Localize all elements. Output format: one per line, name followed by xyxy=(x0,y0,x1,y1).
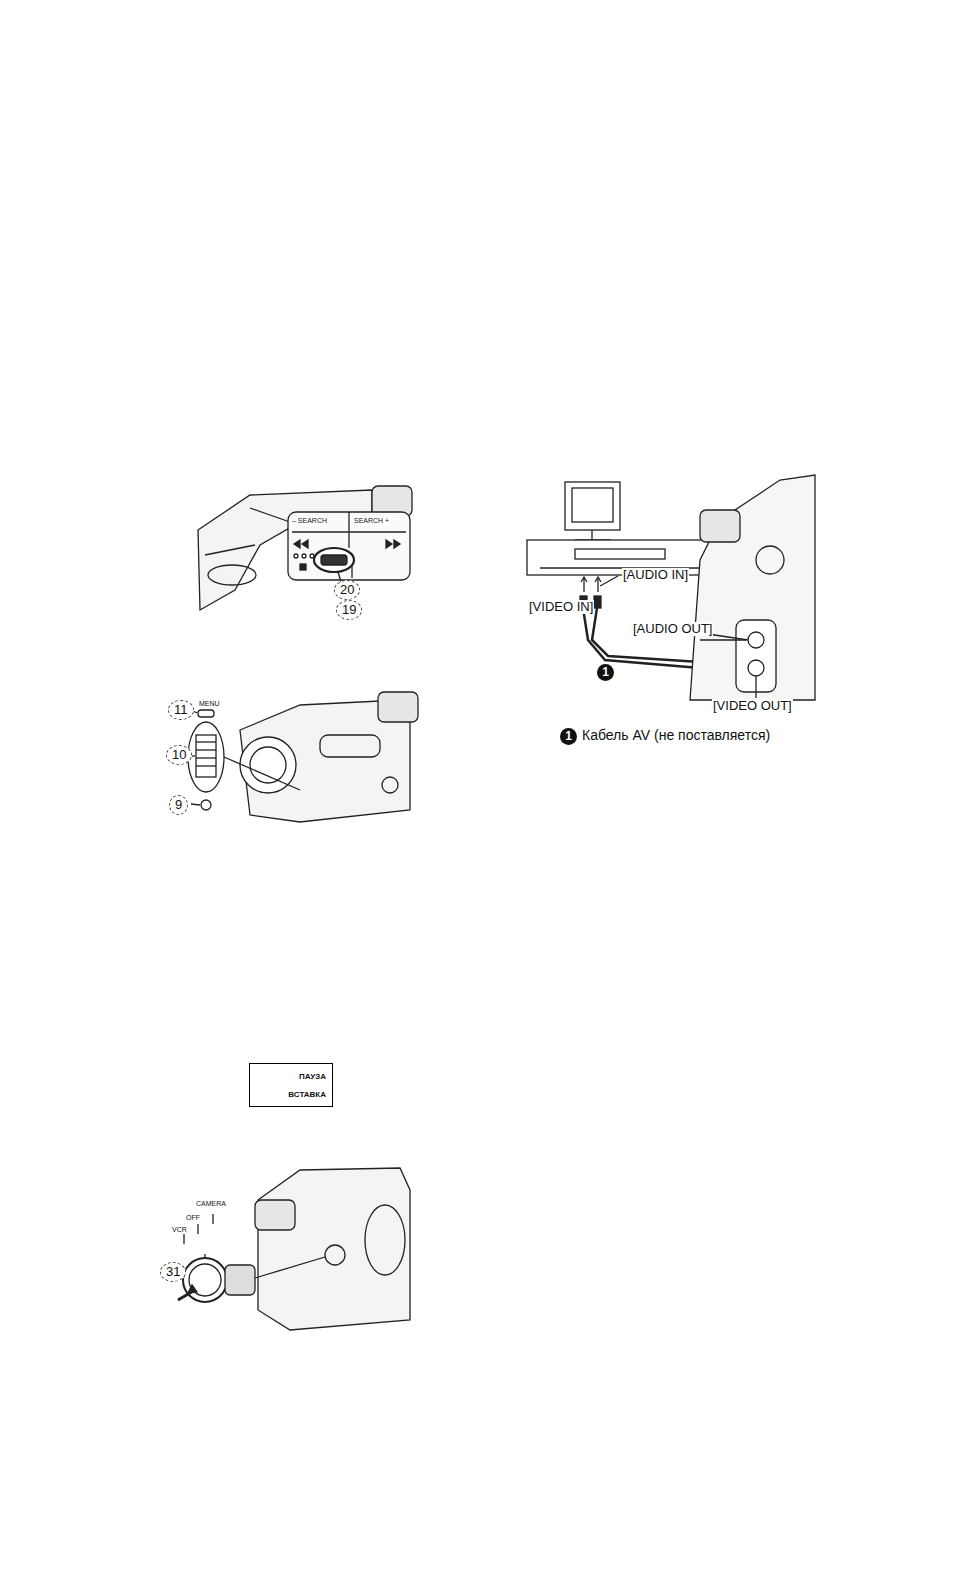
part-label: OFF xyxy=(186,1214,200,1222)
part-label: VCR xyxy=(172,1226,187,1234)
callout-number: 11 xyxy=(168,700,194,720)
part-label: Кабель AV (не поставляется) xyxy=(582,728,770,743)
camera-power-illustration xyxy=(178,1168,410,1330)
display-text: ПАУЗА xyxy=(256,1072,326,1082)
part-label: SEARCH + xyxy=(354,517,389,525)
part-label: CAMERA xyxy=(196,1200,226,1208)
display-text: ВСТАВКА xyxy=(256,1090,326,1100)
callout-number: 9 xyxy=(169,795,188,815)
callout-number: 20 xyxy=(334,580,360,600)
callout-number: 19 xyxy=(336,600,362,620)
camera-side-illustration xyxy=(188,692,418,822)
part-label: [VIDEO OUT] xyxy=(712,699,793,713)
callout-number: 1 xyxy=(597,664,614,681)
part-label: [VIDEO IN] xyxy=(528,600,594,614)
part-label: [AUDIO OUT] xyxy=(632,622,713,636)
part-label: [AUDIO IN] xyxy=(622,568,689,582)
screen-display: ПАУЗА ВСТАВКА xyxy=(249,1063,333,1107)
camera-top-illustration xyxy=(198,486,412,610)
connection-illustration xyxy=(527,475,815,700)
part-label: – SEARCH xyxy=(292,517,327,525)
callout-number: 1 xyxy=(560,728,577,745)
part-label: MENU xyxy=(199,700,220,708)
